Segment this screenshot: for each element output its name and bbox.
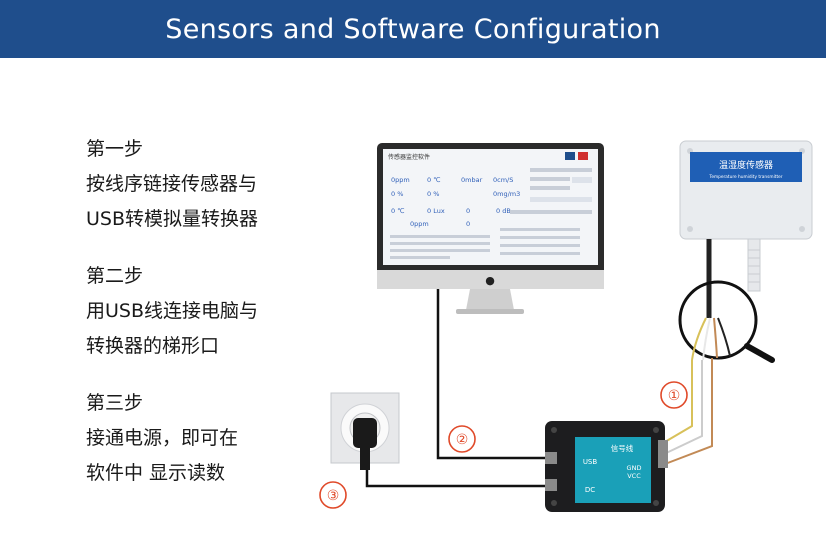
usb-converter: 信号线 USB GND VCC DC	[545, 421, 668, 512]
monitor-stand	[466, 289, 514, 310]
dc-port-label: DC	[585, 486, 595, 494]
vcc-label: VCC	[627, 472, 641, 480]
gnd-label: GND	[627, 464, 642, 472]
power-socket	[331, 393, 399, 470]
reading-co2: 0ppm	[391, 176, 410, 184]
dc-port[interactable]	[545, 479, 557, 491]
app-title: 传感器监控软件	[388, 153, 430, 161]
reading-humidity-2: 0 %	[427, 190, 439, 198]
terminal-block[interactable]	[658, 440, 668, 468]
usb-port[interactable]	[545, 452, 557, 464]
reading-extra: 0	[466, 220, 470, 228]
monitor: ● 传感器监控软件 0ppm 0 ℃ 0mbar 0cm/S 0 % 0 % 0…	[377, 143, 604, 314]
apple-logo-icon: ●	[485, 274, 495, 287]
sensor-subtitle: Temperature humidity transmitter	[708, 174, 782, 180]
monitor-base	[456, 309, 524, 314]
marker-3-label: ③	[327, 488, 340, 504]
power-cable	[367, 470, 545, 486]
monitor-screen	[383, 149, 598, 265]
reading-noise: 0 dB	[496, 207, 511, 215]
marker-2-label: ②	[456, 432, 469, 448]
reading-lux: 0 Lux	[427, 207, 445, 215]
magnifier-icon	[680, 282, 772, 360]
reading-misc: 0	[466, 207, 470, 215]
reading-pm: 0mg/m3	[493, 190, 520, 198]
app-blue-button[interactable]	[565, 152, 575, 160]
reading-temp-2: 0 ℃	[391, 207, 405, 215]
sensor-probe	[748, 239, 760, 291]
reading-temp-1: 0 ℃	[427, 176, 441, 184]
signal-line-label: 信号线	[611, 443, 634, 453]
reading-gas: 0ppm	[410, 220, 429, 228]
reading-wind: 0cm/S	[493, 176, 513, 184]
sensor-title: 温湿度传感器	[719, 159, 773, 171]
reading-humidity-1: 0 %	[391, 190, 403, 198]
app-red-button[interactable]	[578, 152, 588, 160]
marker-1-label: ①	[668, 388, 681, 404]
power-plug	[353, 418, 377, 448]
reading-pressure: 0mbar	[461, 176, 483, 184]
usb-port-label: USB	[583, 458, 598, 466]
temperature-humidity-sensor: 温湿度传感器 Temperature humidity transmitter	[680, 141, 812, 318]
